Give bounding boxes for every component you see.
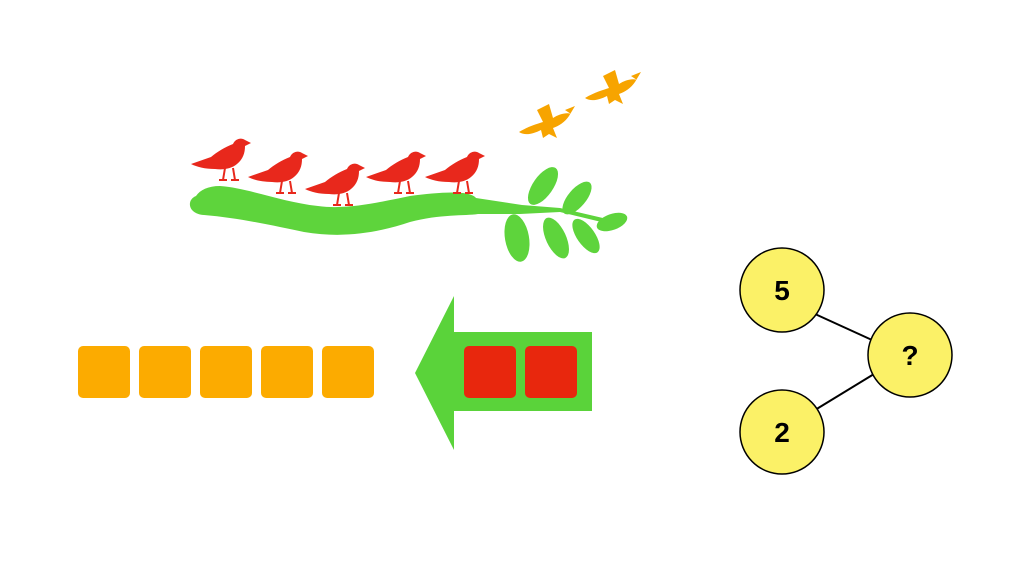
branch-stem <box>189 186 620 235</box>
bond-line-bottom <box>814 373 875 411</box>
bond-value-unknown: ? <box>901 340 918 371</box>
bond-value-top: 5 <box>774 275 790 306</box>
orange-square <box>139 346 191 398</box>
orange-flying-bird-icon <box>585 70 641 104</box>
flying-birds-group <box>519 70 641 138</box>
leaf-cluster <box>504 167 628 262</box>
red-bird-icon <box>304 162 366 206</box>
red-bird-icon <box>424 150 486 194</box>
red-bird-icon <box>247 150 309 194</box>
red-bird-icon <box>190 137 252 181</box>
orange-flying-bird-icon <box>519 104 575 138</box>
bond-circle-whole-top: 5 <box>739 247 825 333</box>
orange-squares-group <box>78 346 374 398</box>
bond-circle-unknown: ? <box>867 312 953 398</box>
bond-circle-part-bottom: 2 <box>739 389 825 475</box>
orange-square <box>261 346 313 398</box>
bond-line-top <box>814 313 873 341</box>
bond-value-bottom: 2 <box>774 417 790 448</box>
number-bond: 5 ? 2 <box>739 247 953 475</box>
branch-with-leaves <box>189 167 628 262</box>
orange-square <box>78 346 130 398</box>
red-square <box>464 346 516 398</box>
red-square <box>525 346 577 398</box>
red-squares-group <box>464 346 577 398</box>
orange-square <box>200 346 252 398</box>
red-bird-icon <box>365 150 427 194</box>
orange-square <box>322 346 374 398</box>
